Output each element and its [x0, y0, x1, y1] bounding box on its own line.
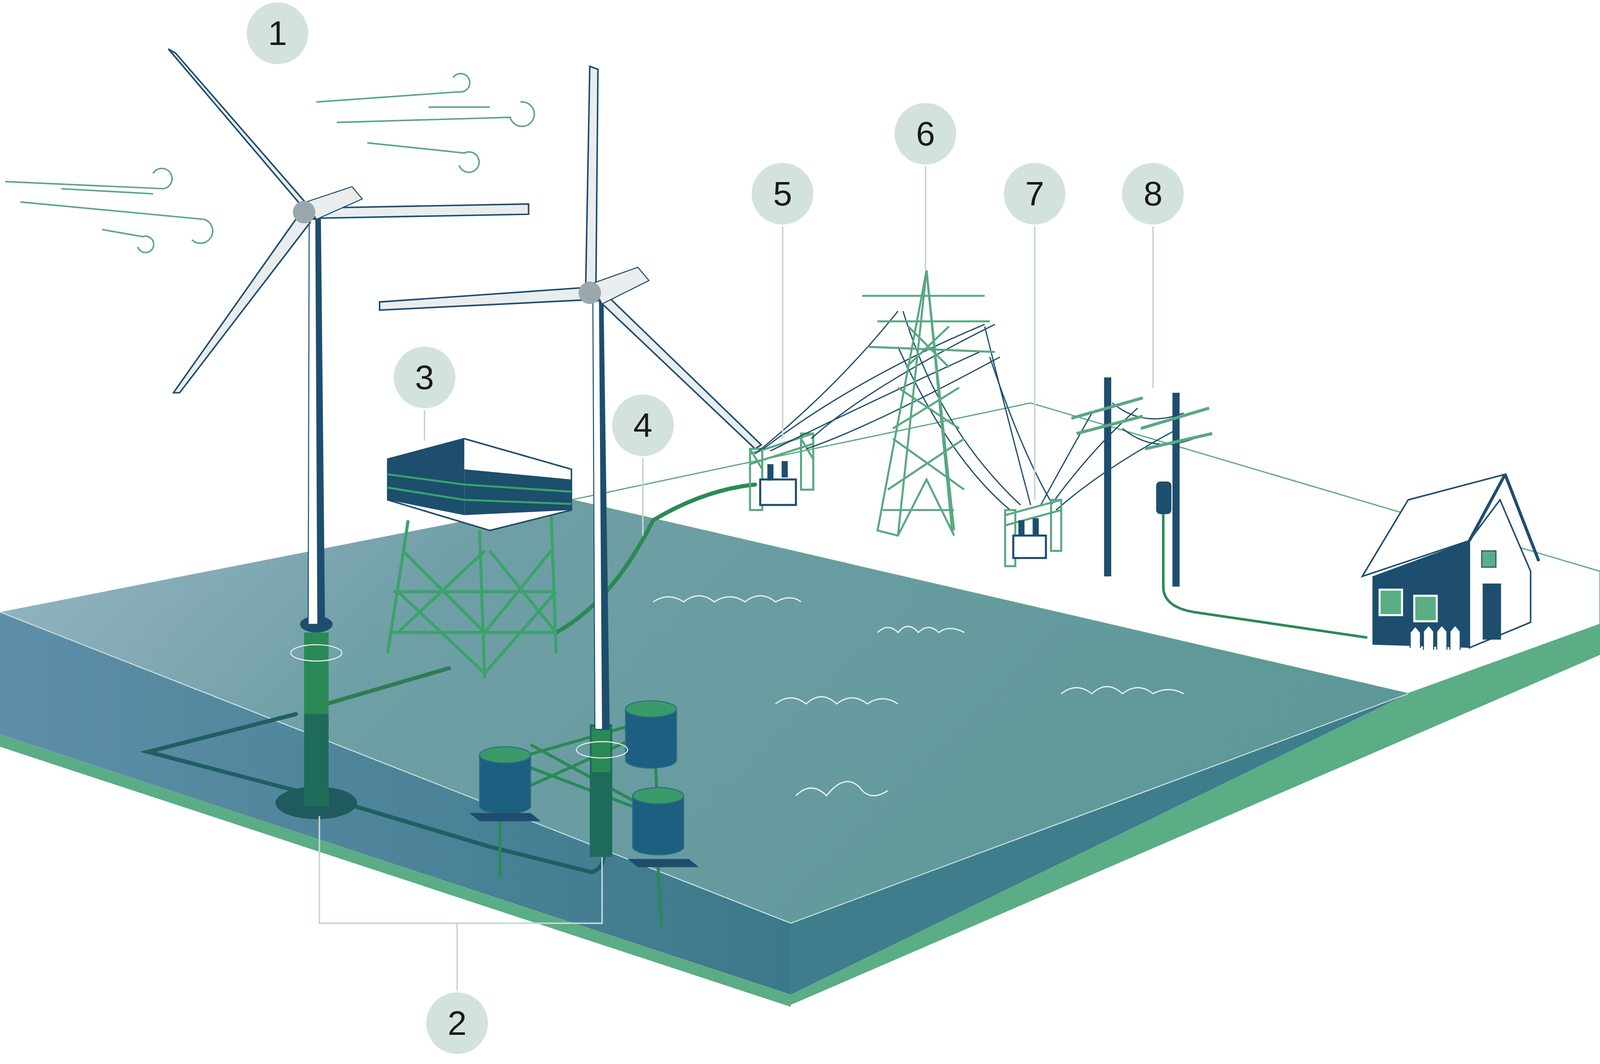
distribution-substation	[1005, 500, 1062, 567]
wind-turbine	[379, 66, 762, 730]
waves	[652, 595, 1184, 796]
wind-turbine	[168, 49, 529, 625]
floating-foundation	[469, 700, 700, 927]
utility-poles	[1071, 377, 1368, 638]
sea-block	[0, 500, 1409, 1008]
callout-number: 5	[751, 162, 814, 225]
callout-number: 6	[894, 102, 957, 165]
offshore-substation	[387, 438, 572, 679]
transmission-pylon	[862, 270, 995, 536]
monopile-foundation	[275, 616, 358, 820]
house	[1362, 474, 1539, 650]
callout-number: 3	[393, 346, 456, 409]
array-cables	[147, 484, 755, 873]
leader-lines	[319, 166, 1154, 991]
transmission-wires	[755, 311, 1194, 510]
callout-number: 7	[1003, 162, 1066, 225]
callout-number: 1	[246, 2, 309, 65]
callout-number: 8	[1122, 162, 1184, 225]
callout-number: 4	[612, 394, 674, 457]
callout-number: 2	[426, 992, 488, 1055]
